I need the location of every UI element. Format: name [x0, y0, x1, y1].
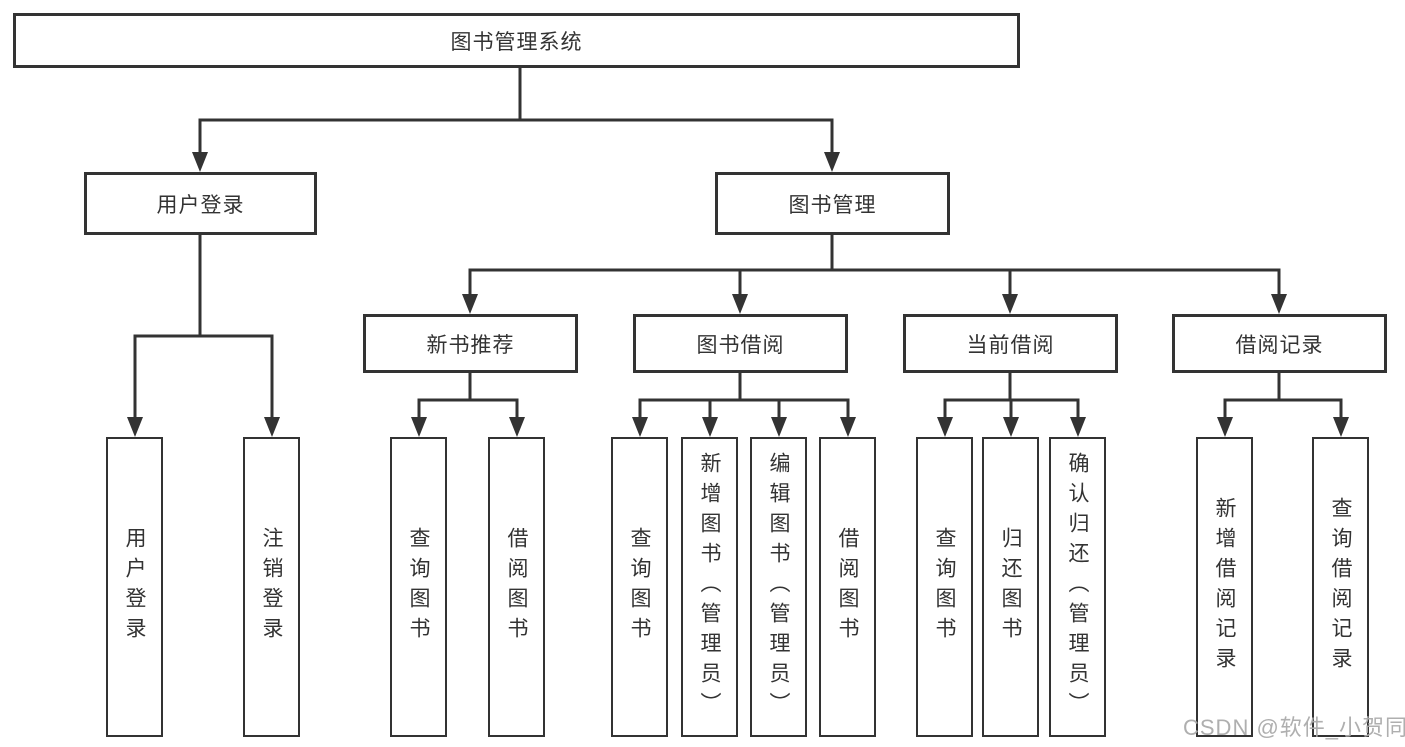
connector-borrowing-records — [1217, 373, 1349, 437]
connector-book-borrowing — [632, 373, 856, 437]
leaf-borrow-books-recommend: 借阅图书 — [488, 437, 545, 737]
leaf-borrow-books-borrowing: 借阅图书 — [819, 437, 876, 737]
leaf-label: 借阅图书 — [505, 527, 528, 647]
connector-current-borrowing — [937, 373, 1086, 437]
leaf-label: 归还图书 — [999, 527, 1022, 647]
watermark: CSDN @软件_小贺同学 — [1183, 715, 1405, 740]
node-current-borrowing: 当前借阅 — [903, 314, 1118, 373]
leaf-label: 查询图书 — [933, 527, 956, 647]
connector-user-login — [127, 235, 280, 437]
leaf-confirm-return-admin: 确认归还（管理员） — [1049, 437, 1106, 737]
leaf-query-books-current: 查询图书 — [916, 437, 973, 737]
leaf-user-login: 用户登录 — [106, 437, 163, 737]
leaf-label: 借阅图书 — [836, 527, 859, 647]
leaf-logout: 注销登录 — [243, 437, 300, 737]
leaf-query-borrow-record: 查询借阅记录 — [1312, 437, 1369, 737]
node-label: 借阅记录 — [1235, 333, 1324, 357]
connector-book-management — [462, 235, 1287, 314]
node-book-management: 图书管理 — [715, 172, 950, 235]
connector-root — [192, 68, 840, 172]
node-label: 新书推荐 — [426, 333, 515, 357]
leaf-label: 注销登录 — [260, 527, 283, 647]
node-label: 当前借阅 — [966, 333, 1055, 357]
leaf-edit-book-admin: 编辑图书（管理员） — [750, 437, 807, 737]
leaf-label: 确认归还（管理员） — [1066, 452, 1089, 722]
node-library-system: 图书管理系统 — [13, 13, 1020, 68]
node-user-login: 用户登录 — [84, 172, 317, 235]
node-label: 图书管理 — [788, 193, 877, 217]
leaf-label: 新增借阅记录 — [1213, 497, 1236, 677]
leaf-label: 查询借阅记录 — [1329, 497, 1352, 677]
node-book-borrowing: 图书借阅 — [633, 314, 848, 373]
node-new-book-recommendation: 新书推荐 — [363, 314, 578, 373]
connector-new-book-recommendation — [411, 373, 525, 437]
node-borrowing-records: 借阅记录 — [1172, 314, 1387, 373]
leaf-query-books-borrowing: 查询图书 — [611, 437, 668, 737]
leaf-return-books: 归还图书 — [982, 437, 1039, 737]
node-label: 图书管理系统 — [450, 30, 583, 54]
leaf-add-book-admin: 新增图书（管理员） — [681, 437, 738, 737]
leaf-label: 查询图书 — [628, 527, 651, 647]
leaf-query-books-recommend: 查询图书 — [390, 437, 447, 737]
node-label: 图书借阅 — [696, 333, 785, 357]
node-label: 用户登录 — [156, 193, 245, 217]
leaf-label: 新增图书（管理员） — [698, 452, 721, 722]
leaf-label: 查询图书 — [407, 527, 430, 647]
leaf-label: 用户登录 — [123, 527, 146, 647]
leaf-add-borrow-record: 新增借阅记录 — [1196, 437, 1253, 737]
leaf-label: 编辑图书（管理员） — [767, 452, 790, 722]
